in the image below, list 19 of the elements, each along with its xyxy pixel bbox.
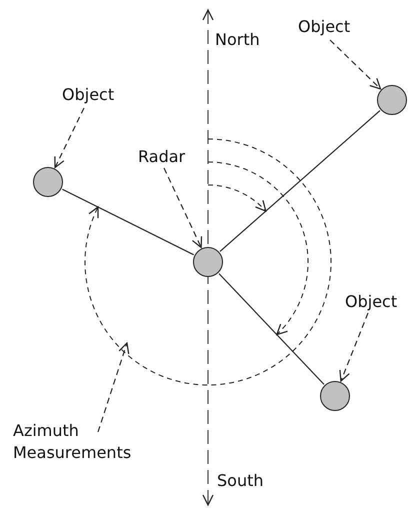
callout-label: Object (298, 16, 350, 38)
direction-label: South (217, 470, 264, 492)
leader-line (164, 168, 202, 248)
object-circle (320, 381, 350, 411)
object-circle (33, 167, 63, 197)
callout-label: Object (62, 84, 114, 106)
leader-line (97, 342, 130, 432)
direction-label: North (215, 29, 260, 51)
leader-line (54, 108, 84, 168)
connector-line (220, 110, 380, 252)
callout-label: Azimuth Measurements (13, 420, 163, 464)
object-circle (377, 85, 407, 115)
object-circle (193, 247, 223, 277)
connector-line (218, 273, 324, 385)
leader-line (330, 40, 382, 90)
leader-line (339, 312, 369, 382)
callout-label: Radar (138, 146, 186, 168)
callout-label: Object (345, 291, 398, 313)
connector-line (62, 188, 194, 256)
